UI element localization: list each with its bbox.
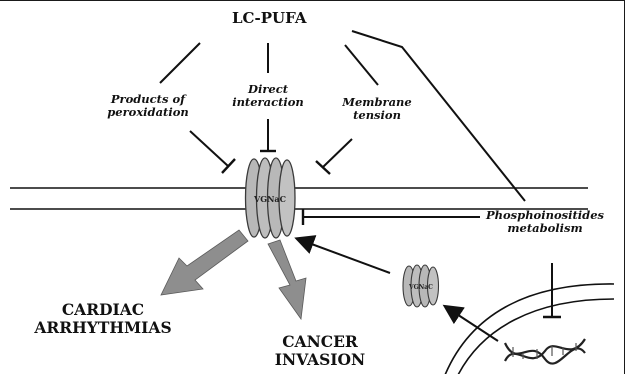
lc-pufa-label: LC-PUFA xyxy=(232,9,306,27)
outcome-cardiac-arrhythmias-label: CARDIAC ARRHYTHMIAS xyxy=(18,301,188,337)
inhibit-direct-interaction xyxy=(260,119,276,151)
mechanism-membrane-line2: tension xyxy=(322,109,432,122)
phosphoinositides-label: Phosphoinositides metabolism xyxy=(470,209,620,235)
nuclear-envelope-inner xyxy=(458,299,614,374)
inhibit-nucleus-to-phosphoinositides xyxy=(543,263,561,317)
phosphoinositides-line2: metabolism xyxy=(470,222,620,235)
new-vgnac-channel-label: VGNaC xyxy=(408,284,433,291)
inhibit-peroxidation xyxy=(190,131,235,173)
inhibit-phosphoinositides xyxy=(303,209,480,225)
arrow-new-channel-to-membrane-channel xyxy=(298,239,390,273)
outcome-cancer-line2: INVASION xyxy=(250,351,390,369)
dna-helix-icon xyxy=(505,339,585,364)
outcome-cardiac-line2: ARRHYTHMIAS xyxy=(18,319,188,337)
inhibit-membrane-tension xyxy=(316,139,352,174)
mechanism-peroxidation-label: Products of peroxidation xyxy=(88,93,208,119)
mechanism-peroxidation-line2: peroxidation xyxy=(88,106,208,119)
arrow-to-cancer-invasion xyxy=(268,240,306,319)
mechanism-direct-line2: interaction xyxy=(218,96,318,109)
arrow-to-cardiac-arrhythmias xyxy=(161,230,248,295)
arrow-dna-to-new-channel xyxy=(446,307,498,341)
mechanism-membrane-tension-label: Membrane tension xyxy=(322,96,432,122)
connector-lcpufa-to-peroxidation xyxy=(160,43,200,83)
nuclear-envelope-outer xyxy=(445,284,614,374)
connector-lcpufa-to-membrane xyxy=(345,45,378,85)
outcome-cancer-line1: CANCER xyxy=(250,333,390,351)
vgnac-channel-label: VGNaC xyxy=(253,194,286,204)
outcome-cancer-invasion-label: CANCER INVASION xyxy=(250,333,390,369)
outcome-cardiac-line1: CARDIAC xyxy=(18,301,188,319)
mechanism-direct-interaction-label: Direct interaction xyxy=(218,83,318,109)
